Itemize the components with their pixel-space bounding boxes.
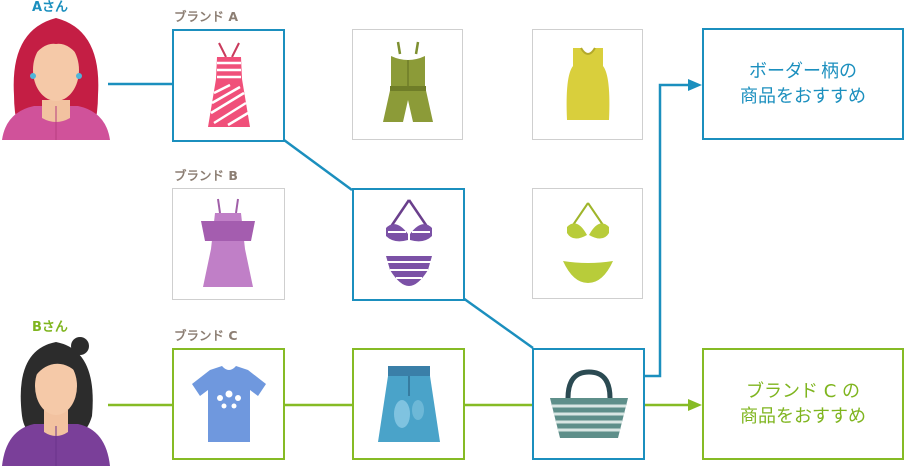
- recommendation-b-line2: 商品をおすすめ: [740, 406, 866, 427]
- user-a-path: [108, 82, 690, 378]
- recommendation-a-line1: ボーダー柄の: [749, 61, 857, 82]
- blue-tshirt-icon: [192, 366, 266, 442]
- striped-tote-bag-icon: [550, 369, 628, 438]
- recommendation-b-line1: ブランド C の: [745, 381, 860, 402]
- product-yellow-tank[interactable]: [532, 29, 643, 140]
- product-striped-bag[interactable]: [532, 348, 645, 460]
- denim-skirt-icon: [378, 366, 440, 442]
- olive-romper-icon: [383, 41, 433, 122]
- arrow-a-icon: [688, 79, 702, 91]
- user-b-label: Bさん: [32, 320, 68, 335]
- brand-b-label: ブランド B: [174, 168, 238, 183]
- user-a-label: Aさん: [32, 0, 69, 15]
- brand-a-label: ブランド A: [174, 9, 239, 24]
- recommendation-a-line2: 商品をおすすめ: [740, 86, 866, 107]
- yellow-tank-top-icon: [566, 47, 610, 120]
- product-denim-skirt[interactable]: [352, 348, 465, 460]
- purple-ruffle-dress-icon: [201, 198, 255, 287]
- striped-bikini-icon: [386, 199, 432, 286]
- product-striped-dress[interactable]: [172, 29, 285, 142]
- product-purple-dress[interactable]: [172, 188, 285, 300]
- product-blue-tshirt[interactable]: [172, 348, 285, 460]
- striped-sundress-icon: [208, 42, 250, 127]
- recommendation-a: ボーダー柄の 商品をおすすめ: [702, 28, 904, 140]
- product-striped-bikini[interactable]: [352, 188, 465, 301]
- lime-bikini-icon: [563, 202, 613, 283]
- brand-c-label: ブランド C: [174, 328, 238, 343]
- product-green-romper[interactable]: [352, 29, 463, 140]
- product-lime-bikini[interactable]: [532, 188, 643, 299]
- arrow-b-icon: [688, 399, 702, 411]
- recommendation-b: ブランド C の 商品をおすすめ: [702, 348, 904, 460]
